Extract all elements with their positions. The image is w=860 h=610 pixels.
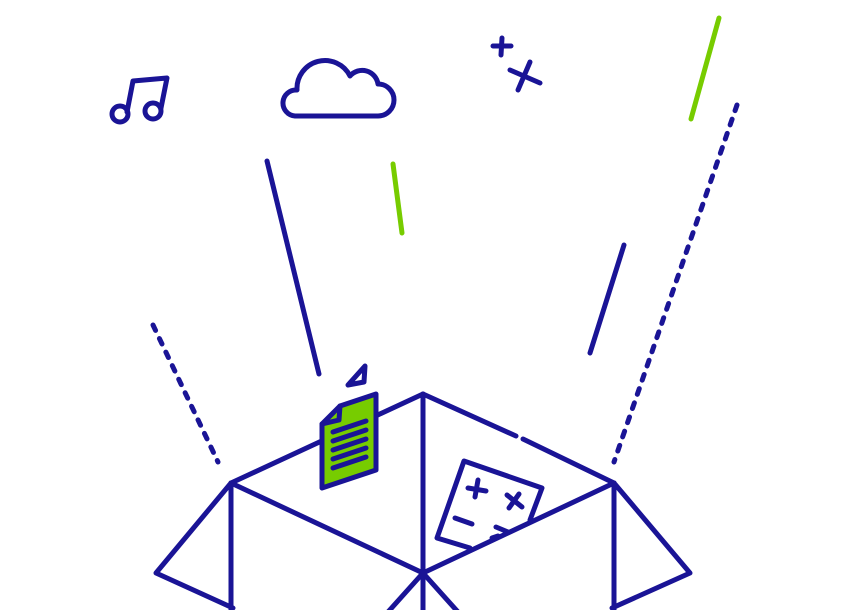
music-note-icon xyxy=(109,75,170,125)
document-icon xyxy=(319,391,379,491)
math-symbols-icon xyxy=(490,35,543,93)
motion-lines xyxy=(150,15,740,465)
open-box-illustration xyxy=(153,391,693,610)
triangle-shape xyxy=(345,363,368,388)
calculator-icon xyxy=(434,458,545,551)
cloud-icon xyxy=(280,58,397,119)
